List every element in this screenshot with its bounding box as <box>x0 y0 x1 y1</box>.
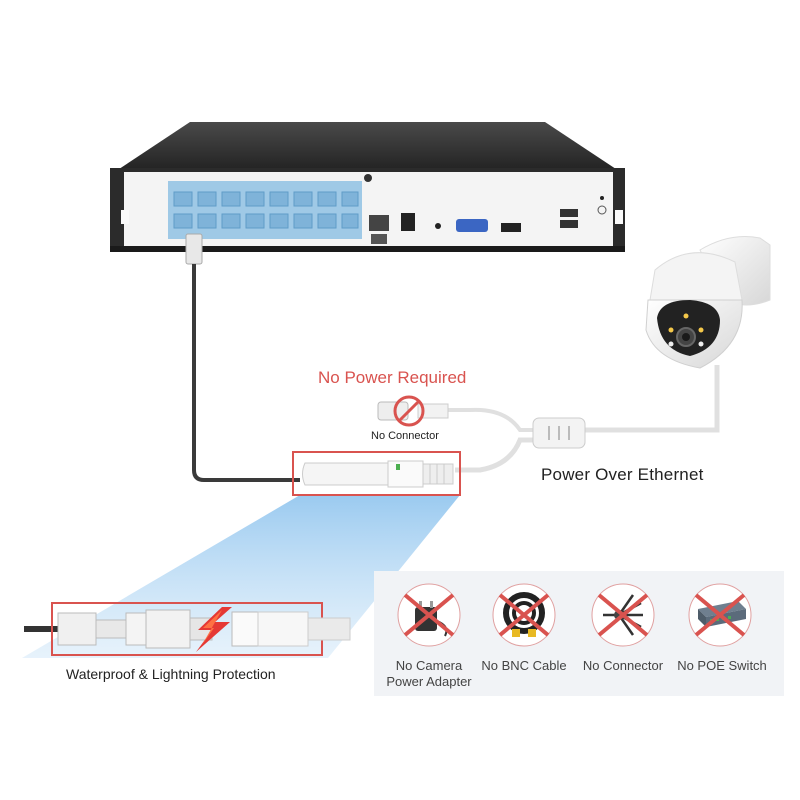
ptz-camera <box>645 236 771 369</box>
poe-switch-icon <box>688 583 752 647</box>
comparison-panel: No Camera Power Adapter No BNC Cable No … <box>374 571 784 696</box>
bnc-cable-icon <box>492 583 556 647</box>
ethernet-cable-from-camera <box>446 365 720 473</box>
splitter-connector-icon <box>591 583 655 647</box>
ethernet-cable-from-nvr <box>185 233 300 482</box>
panel-item-label: No POE Switch <box>677 658 767 673</box>
panel-item-label: No BNC Cable <box>481 658 567 673</box>
waterproof-connector-detail <box>24 602 351 656</box>
power-adapter-icon <box>397 583 461 647</box>
power-over-ethernet-label: Power Over Ethernet <box>541 465 704 484</box>
nvr-rear-ports <box>369 196 607 244</box>
poe-port-panel <box>168 181 362 239</box>
dc-power-connector <box>377 401 449 421</box>
waterproof-label: Waterproof & Lightning Protection <box>66 666 276 682</box>
panel-item-label: No Connector <box>582 658 664 673</box>
no-power-required-label: No Power Required <box>318 368 467 387</box>
prohibited-icon <box>393 395 425 427</box>
no-connector-label: No Connector <box>371 430 439 442</box>
panel-item-label: No Camera Power Adapter <box>386 658 472 689</box>
lightning-icon <box>196 607 232 652</box>
waterproof-connector <box>292 451 461 496</box>
